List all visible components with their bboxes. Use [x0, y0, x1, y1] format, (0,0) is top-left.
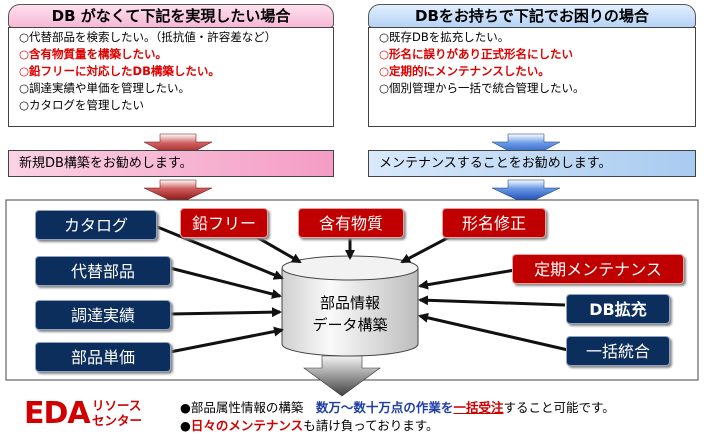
left-panel-list: ○代替部品を検索したい。（抵抗値・許容差など） ○含有物質量を構築したい。 ○鉛フリ… — [8, 27, 334, 127]
footer-2-a: ● — [180, 418, 191, 433]
footer-2-c: も請け負っております。 — [303, 418, 439, 433]
tag-maintenance: 定期メンテナンス — [512, 254, 684, 284]
blue-arrow-icon — [491, 179, 561, 205]
left-panel-item: ○含有物質量を構築したい。 — [19, 47, 168, 61]
connector-line — [169, 266, 282, 299]
tag-model-fix: 形名修正 — [442, 208, 546, 238]
tag-catalog: カタログ — [35, 210, 157, 240]
center-label: 部品情報 データ構築 — [284, 292, 416, 336]
right-panel-item: ○形名に誤りがあり正式形名にしたい — [379, 47, 574, 61]
center-line-1: 部品情報 — [319, 294, 380, 312]
connector-line — [154, 224, 284, 280]
footer-line-1: ●部品属性情報の構築 数万～数十万点の作業を一括受注すること可能です。 — [180, 398, 615, 417]
footer-1-b: 数万～数十万点の作業を — [315, 400, 454, 415]
gray-arrow-icon — [303, 355, 381, 397]
connector-line — [169, 307, 282, 318]
red-arrow-icon — [143, 179, 213, 205]
database-cylinder — [281, 255, 419, 357]
left-recommendation: 新規DB構築をお勧めします。 — [8, 150, 334, 177]
connector-line — [169, 326, 284, 354]
footer-2-b: 日々のメンテナンス — [190, 418, 304, 433]
footer-1-c: 一括受注 — [453, 400, 504, 415]
right-recommendation: メンテナンスすることをお勧めします。 — [368, 150, 696, 177]
left-panel-item: ○代替部品を検索したい。（抵抗値・許容差など） — [19, 30, 277, 44]
footer-1-d: すること可能です。 — [503, 400, 615, 415]
footer-1-a: ●部品属性情報の構築 — [180, 400, 316, 415]
left-panel-item: ○調達実績や単価を管理したい。 — [19, 81, 191, 95]
logo-line-1: リソース — [92, 398, 142, 413]
right-panel-item: ○個別管理から一括で統合管理したい。 — [379, 81, 585, 95]
right-panel-item: ○既存DBを拡充したい。 — [379, 30, 510, 44]
right-panel-title: DBをお持ちで下記でお困りの場合 — [368, 4, 696, 28]
connector-line — [418, 295, 566, 307]
tag-db-expand: DB拡充 — [566, 294, 670, 324]
logo-line-2: センター — [92, 413, 143, 428]
center-line-2: データ構築 — [312, 316, 388, 334]
left-panel-item: ○カタログを管理したい — [19, 98, 145, 112]
connector-line — [400, 232, 456, 264]
tag-lead-free: 鉛フリー — [180, 208, 268, 238]
tag-unit-price: 部品単価 — [35, 342, 171, 372]
right-panel-item: ○定期的にメンテナンスしたい。 — [379, 64, 550, 78]
footer-line-2: ●日々のメンテナンスも請け負っております。 — [180, 416, 438, 435]
tag-integration: 一括統合 — [566, 336, 670, 366]
connector-line — [418, 268, 516, 290]
tag-alternative: 代替部品 — [35, 256, 171, 286]
tag-substances: 含有物質 — [298, 208, 404, 238]
left-panel-item: ○鉛フリーに対応したDB構築したい。 — [19, 64, 220, 78]
logo-main: EDA — [24, 396, 91, 431]
right-panel-list: ○既存DBを拡充したい。 ○形名に誤りがあり正式形名にしたい ○定期的にメンテナンス… — [368, 27, 696, 127]
eda-logo: EDA リソース センター — [24, 396, 164, 432]
left-panel-title: DB がなくて下記を実現したい場合 — [8, 4, 334, 28]
tag-procurement: 調達実績 — [35, 300, 171, 330]
connector-line — [418, 312, 569, 352]
